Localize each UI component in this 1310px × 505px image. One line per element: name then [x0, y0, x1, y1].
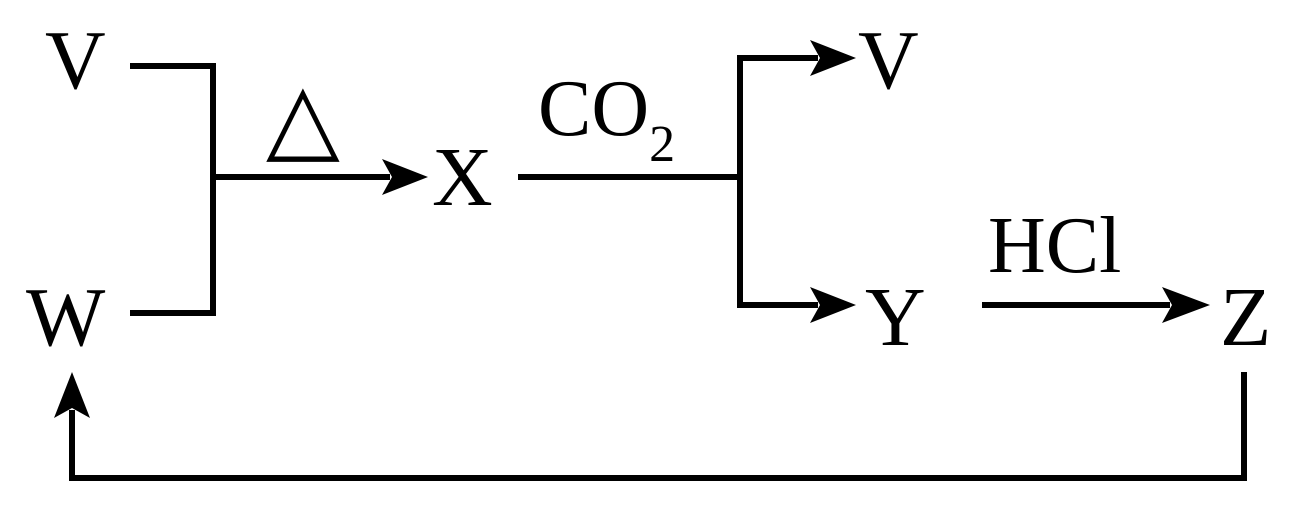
arrow-z-w-head [54, 372, 90, 418]
node-w: W [26, 271, 106, 364]
node-y: Y [865, 271, 926, 364]
arrow-to-v-head [810, 40, 856, 76]
hcl-label: HCl [988, 202, 1121, 290]
arrow-to-x-head [382, 159, 428, 195]
arrow-y-z-head [1162, 287, 1210, 323]
arrow-to-y-head [810, 287, 856, 323]
heat-symbol: △ [266, 64, 340, 171]
node-z: Z [1220, 271, 1271, 364]
co2-label: CO2 [538, 65, 675, 173]
co2-main: CO [538, 65, 649, 153]
node-v-right: V [858, 14, 919, 107]
node-x: X [432, 131, 493, 224]
bracket-v-w [130, 63, 216, 316]
arrow-z-w-line [69, 372, 1247, 481]
bracket-split [737, 55, 818, 308]
co2-subscript: 2 [649, 116, 675, 173]
node-v-left: V [45, 14, 106, 107]
